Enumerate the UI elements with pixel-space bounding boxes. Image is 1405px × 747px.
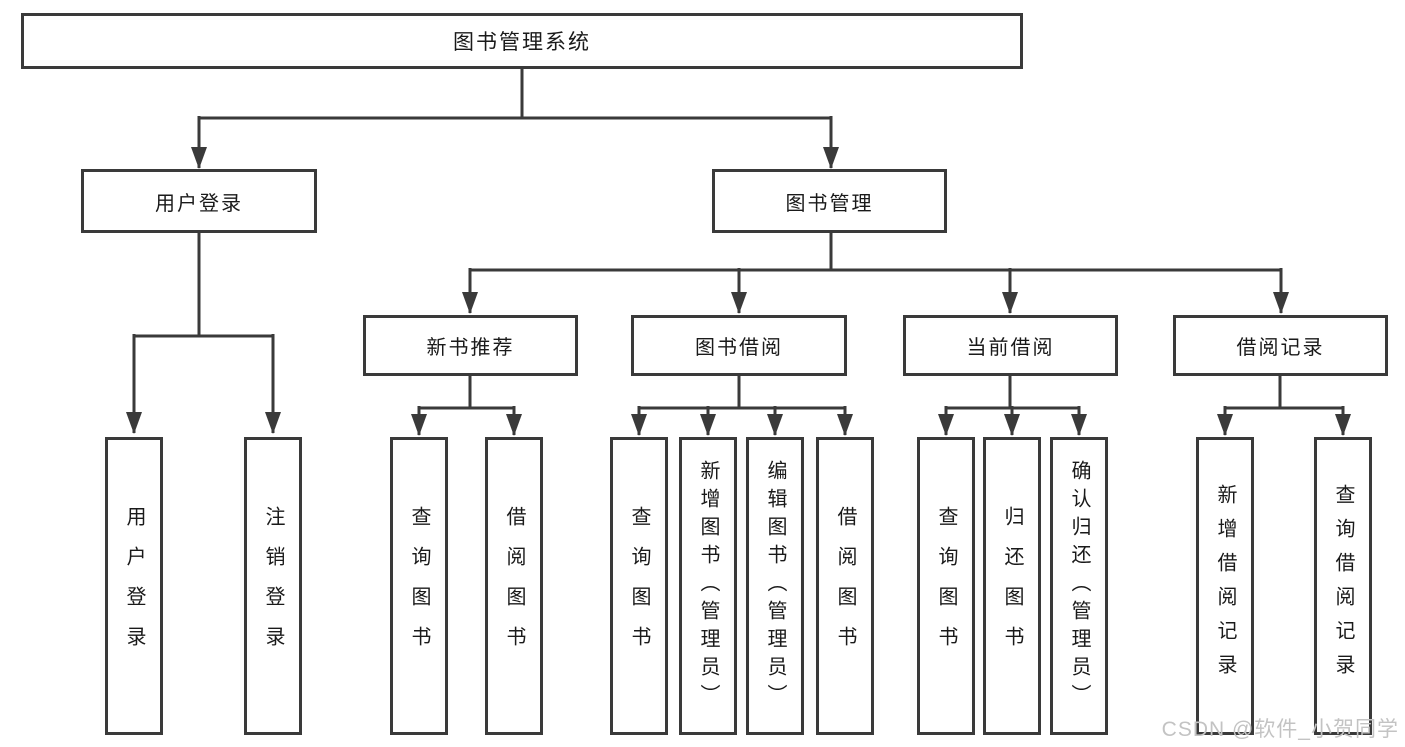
node-label: 注销登录 bbox=[262, 506, 284, 666]
csdn-watermark: CSDN @软件_小贺同学 bbox=[1161, 718, 1399, 741]
leaf-query-books-3: 查询图书 bbox=[917, 437, 975, 735]
node-label: 图书管理系统 bbox=[453, 31, 591, 54]
node-label: 新增图书（管理员） bbox=[697, 460, 719, 712]
connector-root-to-level2 bbox=[191, 69, 839, 169]
connector-book-mgmt-group bbox=[462, 233, 1289, 314]
node-label: 借阅图书 bbox=[834, 506, 856, 666]
node-label: 查询借阅记录 bbox=[1332, 484, 1354, 688]
node-user-login: 用户登录 bbox=[81, 169, 317, 233]
node-label: 确认归还（管理员） bbox=[1068, 460, 1090, 712]
node-book-borrow: 图书借阅 bbox=[631, 315, 847, 376]
node-label: 查询图书 bbox=[408, 506, 430, 666]
leaf-add-books-admin: 新增图书（管理员） bbox=[679, 437, 737, 735]
node-root: 图书管理系统 bbox=[21, 13, 1023, 69]
connector-borrow-records-group bbox=[1217, 376, 1351, 436]
leaf-add-borrow-record: 新增借阅记录 bbox=[1196, 437, 1254, 735]
node-label: 查询图书 bbox=[935, 506, 957, 666]
connector-user-login-group bbox=[126, 233, 281, 434]
node-new-book-recommend: 新书推荐 bbox=[363, 315, 578, 376]
leaf-edit-books-admin: 编辑图书（管理员） bbox=[746, 437, 804, 735]
node-label: 编辑图书（管理员） bbox=[764, 460, 786, 712]
node-label: 图书管理 bbox=[785, 192, 874, 215]
node-book-management: 图书管理 bbox=[712, 169, 947, 233]
node-label: 新书推荐 bbox=[426, 337, 515, 359]
node-label: 借阅图书 bbox=[503, 506, 525, 666]
node-borrow-records: 借阅记录 bbox=[1173, 315, 1388, 376]
node-label: 图书借阅 bbox=[695, 337, 783, 359]
connector-new-book-group bbox=[411, 376, 522, 436]
leaf-query-books-1: 查询图书 bbox=[390, 437, 448, 735]
node-label: 用户登录 bbox=[155, 192, 243, 215]
leaf-query-books-2: 查询图书 bbox=[610, 437, 668, 735]
node-current-borrow: 当前借阅 bbox=[903, 315, 1118, 376]
leaf-borrow-books-1: 借阅图书 bbox=[485, 437, 543, 735]
leaf-borrow-books-2: 借阅图书 bbox=[816, 437, 874, 735]
node-label: 用户登录 bbox=[123, 506, 145, 666]
node-label: 查询图书 bbox=[628, 506, 650, 666]
leaf-confirm-return-admin: 确认归还（管理员） bbox=[1050, 437, 1108, 735]
leaf-return-books: 归还图书 bbox=[983, 437, 1041, 735]
leaf-query-borrow-record: 查询借阅记录 bbox=[1314, 437, 1372, 735]
node-label: 借阅记录 bbox=[1236, 337, 1325, 359]
node-label: 新增借阅记录 bbox=[1214, 484, 1236, 688]
connector-book-borrow-group bbox=[631, 376, 853, 436]
node-label: 当前借阅 bbox=[966, 337, 1055, 359]
node-label: 归还图书 bbox=[1001, 506, 1023, 666]
leaf-logout: 注销登录 bbox=[244, 437, 302, 735]
leaf-user-login: 用户登录 bbox=[105, 437, 163, 735]
connector-current-borrow-group bbox=[938, 376, 1087, 436]
